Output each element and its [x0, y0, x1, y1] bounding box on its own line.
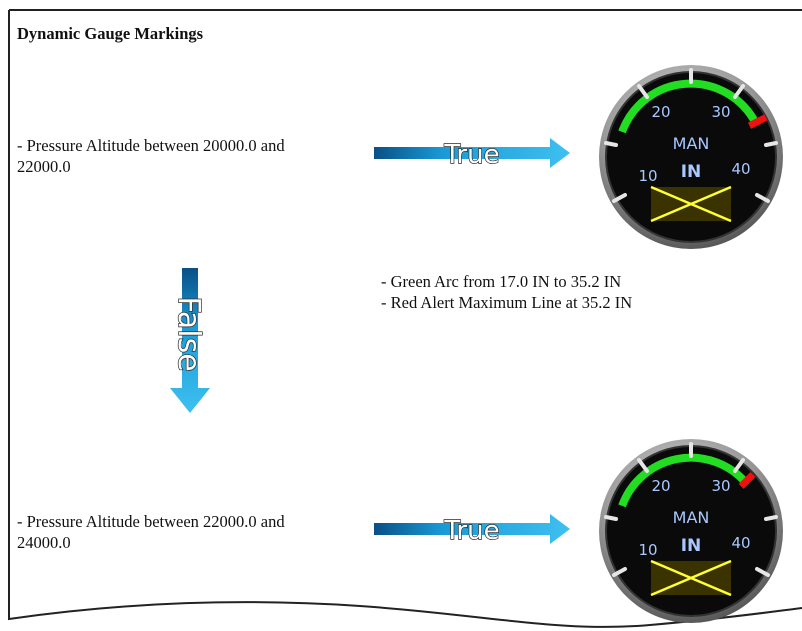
off-flag — [650, 559, 732, 597]
red-alert-line — [738, 472, 756, 489]
condition-1-line-2: 22000.0 — [17, 157, 71, 176]
manifold-pressure-gauge-2: 10 20 30 40 MAN IN — [599, 439, 783, 623]
gauge-label-in: IN — [681, 162, 702, 182]
gauge-label-in: IN — [681, 536, 702, 556]
green-arc — [618, 453, 748, 508]
tick-label-40: 40 — [731, 160, 750, 178]
tick-10 — [612, 193, 627, 203]
condition-1-text: - Pressure Altitude between 20000.0 and … — [17, 135, 367, 177]
tick-15 — [604, 515, 618, 521]
tick-label-10: 10 — [638, 541, 657, 559]
tick-40 — [755, 193, 770, 203]
condition-1-line-1: - Pressure Altitude between 20000.0 and — [17, 136, 285, 155]
tick-40 — [755, 567, 770, 577]
tick-35 — [764, 515, 778, 521]
condition-2-line-1: - Pressure Altitude between 22000.0 and — [17, 512, 285, 531]
tick-15 — [604, 141, 618, 147]
gauge-label-man: MAN — [673, 134, 710, 153]
tick-30 — [733, 84, 745, 99]
false-arrow: False — [170, 268, 210, 413]
true-arrow-1-label: True — [443, 140, 499, 170]
result-text: - Green Arc from 17.0 IN to 35.2 IN - Re… — [381, 271, 741, 313]
result-line-1: - Green Arc from 17.0 IN to 35.2 IN — [381, 272, 622, 291]
tick-label-10: 10 — [638, 167, 657, 185]
true-arrow-2-label: True — [443, 516, 499, 546]
gauge-label-man: MAN — [673, 508, 710, 527]
tick-label-30: 30 — [711, 477, 730, 495]
condition-2-line-2: 24000.0 — [17, 533, 71, 552]
tick-35 — [764, 141, 778, 147]
condition-2-text: - Pressure Altitude between 22000.0 and … — [17, 511, 367, 553]
off-flag — [650, 185, 732, 223]
false-arrow-label: False — [171, 296, 206, 371]
diagram-title: Dynamic Gauge Markings — [17, 24, 204, 43]
tick-20 — [637, 458, 649, 473]
tick-10 — [612, 567, 627, 577]
tick-label-20: 20 — [651, 477, 670, 495]
tick-label-20: 20 — [651, 103, 670, 121]
green-arc — [618, 79, 760, 134]
result-line-2: - Red Alert Maximum Line at 35.2 IN — [381, 293, 633, 312]
true-arrow-2: True — [374, 514, 570, 546]
tick-label-30: 30 — [711, 103, 730, 121]
manifold-pressure-gauge-1: 10 20 30 40 MAN IN — [599, 65, 783, 249]
tick-label-40: 40 — [731, 534, 750, 552]
true-arrow-1: True — [374, 138, 570, 170]
tick-20 — [637, 84, 649, 99]
red-alert-line — [747, 114, 768, 129]
tick-30 — [733, 458, 745, 473]
